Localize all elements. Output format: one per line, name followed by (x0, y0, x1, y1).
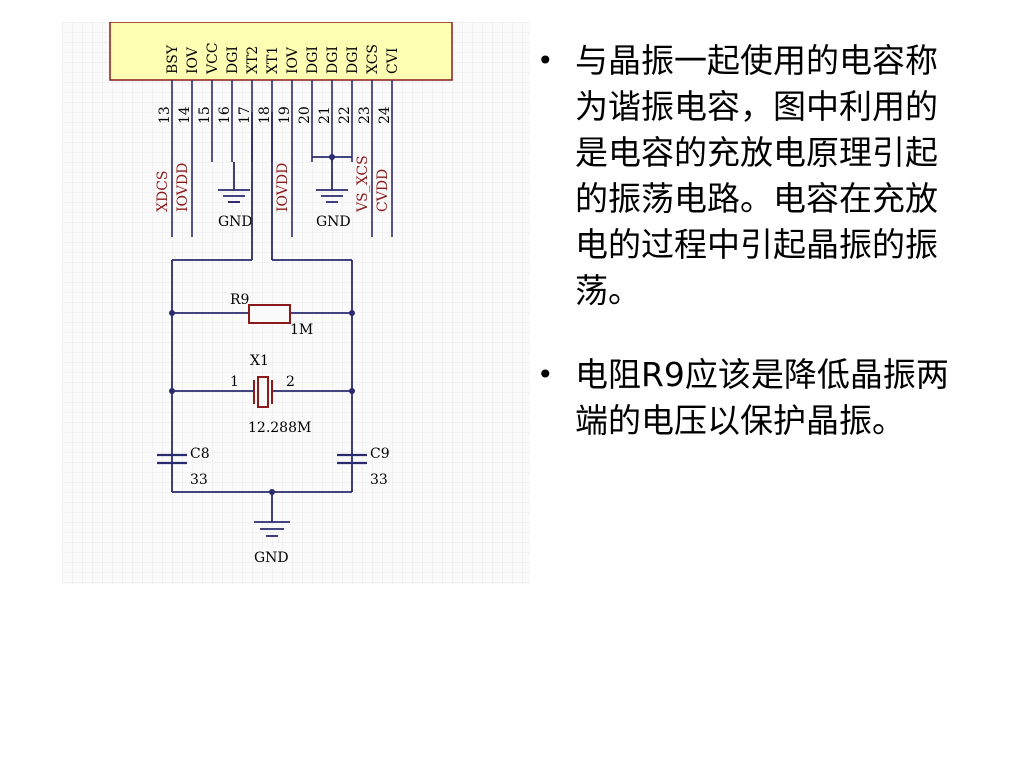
crystal-x1 (253, 376, 273, 408)
c9-value: 33 (370, 472, 388, 488)
pin-number: 22 (337, 106, 353, 124)
bullet-text-1: 与晶振一起使用的电容称为谐振电容，图中利用的是电容的充放电原理引起的振荡电路。电… (575, 41, 938, 310)
bullet-item-1: • 与晶振一起使用的电容称为谐振电容，图中利用的是电容的充放电原理引起的振荡电路… (535, 38, 955, 314)
junction-gnd-mid (329, 154, 335, 160)
pin-number: 18 (257, 106, 273, 124)
gnd-label-bottom: GND (254, 550, 289, 566)
gnd-label-left: GND (218, 214, 253, 230)
capacitor-c8 (157, 453, 187, 465)
net-label-cvdd: CVDD (375, 169, 391, 212)
r9-value: 1M (290, 322, 313, 338)
ic-pin-name: DGI (325, 46, 341, 74)
pin-number: 17 (237, 106, 253, 124)
pin-number: 14 (177, 106, 193, 124)
c8-value: 33 (190, 472, 208, 488)
pin-number: 23 (357, 106, 373, 124)
x1-pin1: 1 (230, 374, 239, 390)
pin-number: 21 (317, 106, 333, 124)
pin-number: 16 (217, 106, 233, 124)
net-label-iovdd-2: IOVDD (275, 163, 291, 212)
bullet-list: • 与晶振一起使用的电容称为谐振电容，图中利用的是电容的充放电原理引起的振荡电路… (535, 38, 955, 444)
pin-number: 20 (297, 106, 313, 124)
ic-body (109, 22, 453, 81)
ic-pin-name: CVI (385, 48, 401, 74)
c8-ref: C8 (190, 446, 210, 462)
bullet-marker: • (537, 358, 554, 391)
x1-ref: X1 (250, 353, 269, 369)
bullet-item-2: • 电阻R9应该是降低晶振两端的电压以保护晶振。 (535, 352, 955, 444)
ic-pin-name: DGI (305, 46, 321, 74)
ic-pin-name: VCC (205, 42, 221, 75)
resistor-r9 (248, 304, 291, 324)
schematic-grid (62, 22, 530, 584)
gnd-label-mid: GND (316, 214, 351, 230)
ic-pin-name: DGI (225, 46, 241, 74)
ic-pin-name: XCS (365, 44, 381, 74)
bullet-marker: • (537, 44, 554, 77)
gnd-symbol-bottom (254, 521, 290, 537)
osc-wires (171, 112, 353, 522)
c9-ref: C9 (370, 446, 390, 462)
x1-value: 12.288M (248, 420, 311, 436)
ic-pin-name: XT1 (265, 46, 281, 74)
ic-pin-name: DGI (345, 46, 361, 74)
ic-pin-name: IOV (285, 46, 301, 74)
net-label-xdcs: XDCS (155, 171, 171, 213)
net-labels: XDCS IOVDD IOVDD VS_XCS CVDD (155, 155, 391, 213)
bullet-text-2: 电阻R9应该是降低晶振两端的电压以保护晶振。 (575, 355, 949, 440)
net-label-iovdd-1: IOVDD (175, 163, 191, 212)
x1-pin2: 2 (286, 374, 295, 390)
r9-ref: R9 (230, 292, 249, 308)
ic-pin-name: IOV (185, 46, 201, 74)
pin-number: 15 (197, 106, 213, 124)
ic-pin-name: XT2 (245, 46, 261, 74)
junctions (169, 310, 355, 495)
pin-number: 19 (277, 106, 293, 124)
ic-pin-name: BSY (165, 44, 181, 74)
gnd-symbol-left (218, 162, 250, 203)
capacitor-c9 (337, 453, 367, 465)
pin-number: 13 (157, 106, 173, 124)
pin-lines (171, 80, 393, 237)
pin-number: 24 (377, 106, 393, 124)
net-label-vs-xcs: VS_XCS (355, 155, 371, 213)
